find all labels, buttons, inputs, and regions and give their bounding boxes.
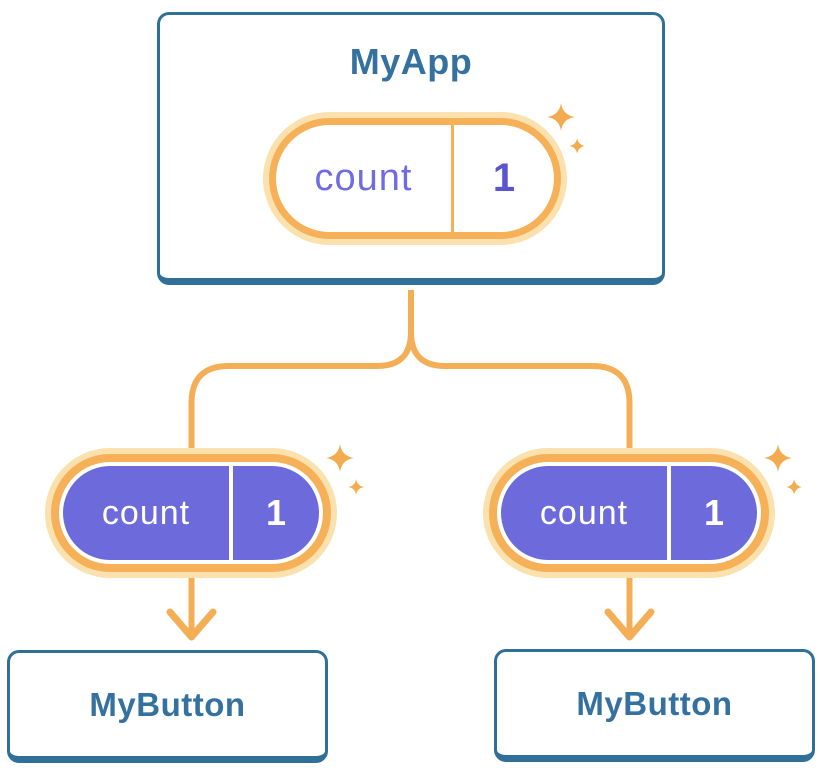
prop-pill-ring: count 1 <box>489 454 769 572</box>
prop-pill-inner-ring: count 1 <box>59 462 323 564</box>
prop-pill-core: count 1 <box>501 466 757 560</box>
prop-pill-right: count 1 <box>483 448 775 578</box>
state-pill: count 1 <box>263 112 567 245</box>
prop-name-label: count <box>101 493 191 532</box>
state-pill-divider <box>451 125 454 232</box>
prop-pill-divider <box>667 466 671 560</box>
component-title-mybutton: MyButton <box>576 684 733 722</box>
prop-pill-divider <box>229 466 233 560</box>
branch-right-line <box>408 290 633 452</box>
state-pill-core: count 1 <box>276 125 554 232</box>
prop-pill-ring: count 1 <box>51 454 331 572</box>
prop-pill-core: count 1 <box>63 466 319 560</box>
sparkles-icon <box>547 103 586 154</box>
component-title-myapp: MyApp <box>349 41 473 82</box>
state-value-label: 1 <box>492 156 516 200</box>
state-name-label: count <box>314 157 413 199</box>
sparkles-icon <box>764 444 803 495</box>
branch-left-line <box>188 290 414 452</box>
arrow-left-head-icon <box>166 608 217 641</box>
prop-value-label: 1 <box>265 492 287 533</box>
arrow-right-head-icon <box>604 608 655 641</box>
sparkles-icon <box>326 444 365 495</box>
state-pill-ring: count 1 <box>269 118 561 239</box>
component-card-mybutton-left: MyButton <box>7 650 328 763</box>
prop-value-label: 1 <box>703 492 725 533</box>
prop-name-label: count <box>539 493 629 532</box>
component-card-mybutton-right: MyButton <box>494 649 815 762</box>
prop-pill-inner-ring: count 1 <box>497 462 761 564</box>
component-title-mybutton: MyButton <box>89 685 246 723</box>
prop-pill-left: count 1 <box>45 448 337 578</box>
